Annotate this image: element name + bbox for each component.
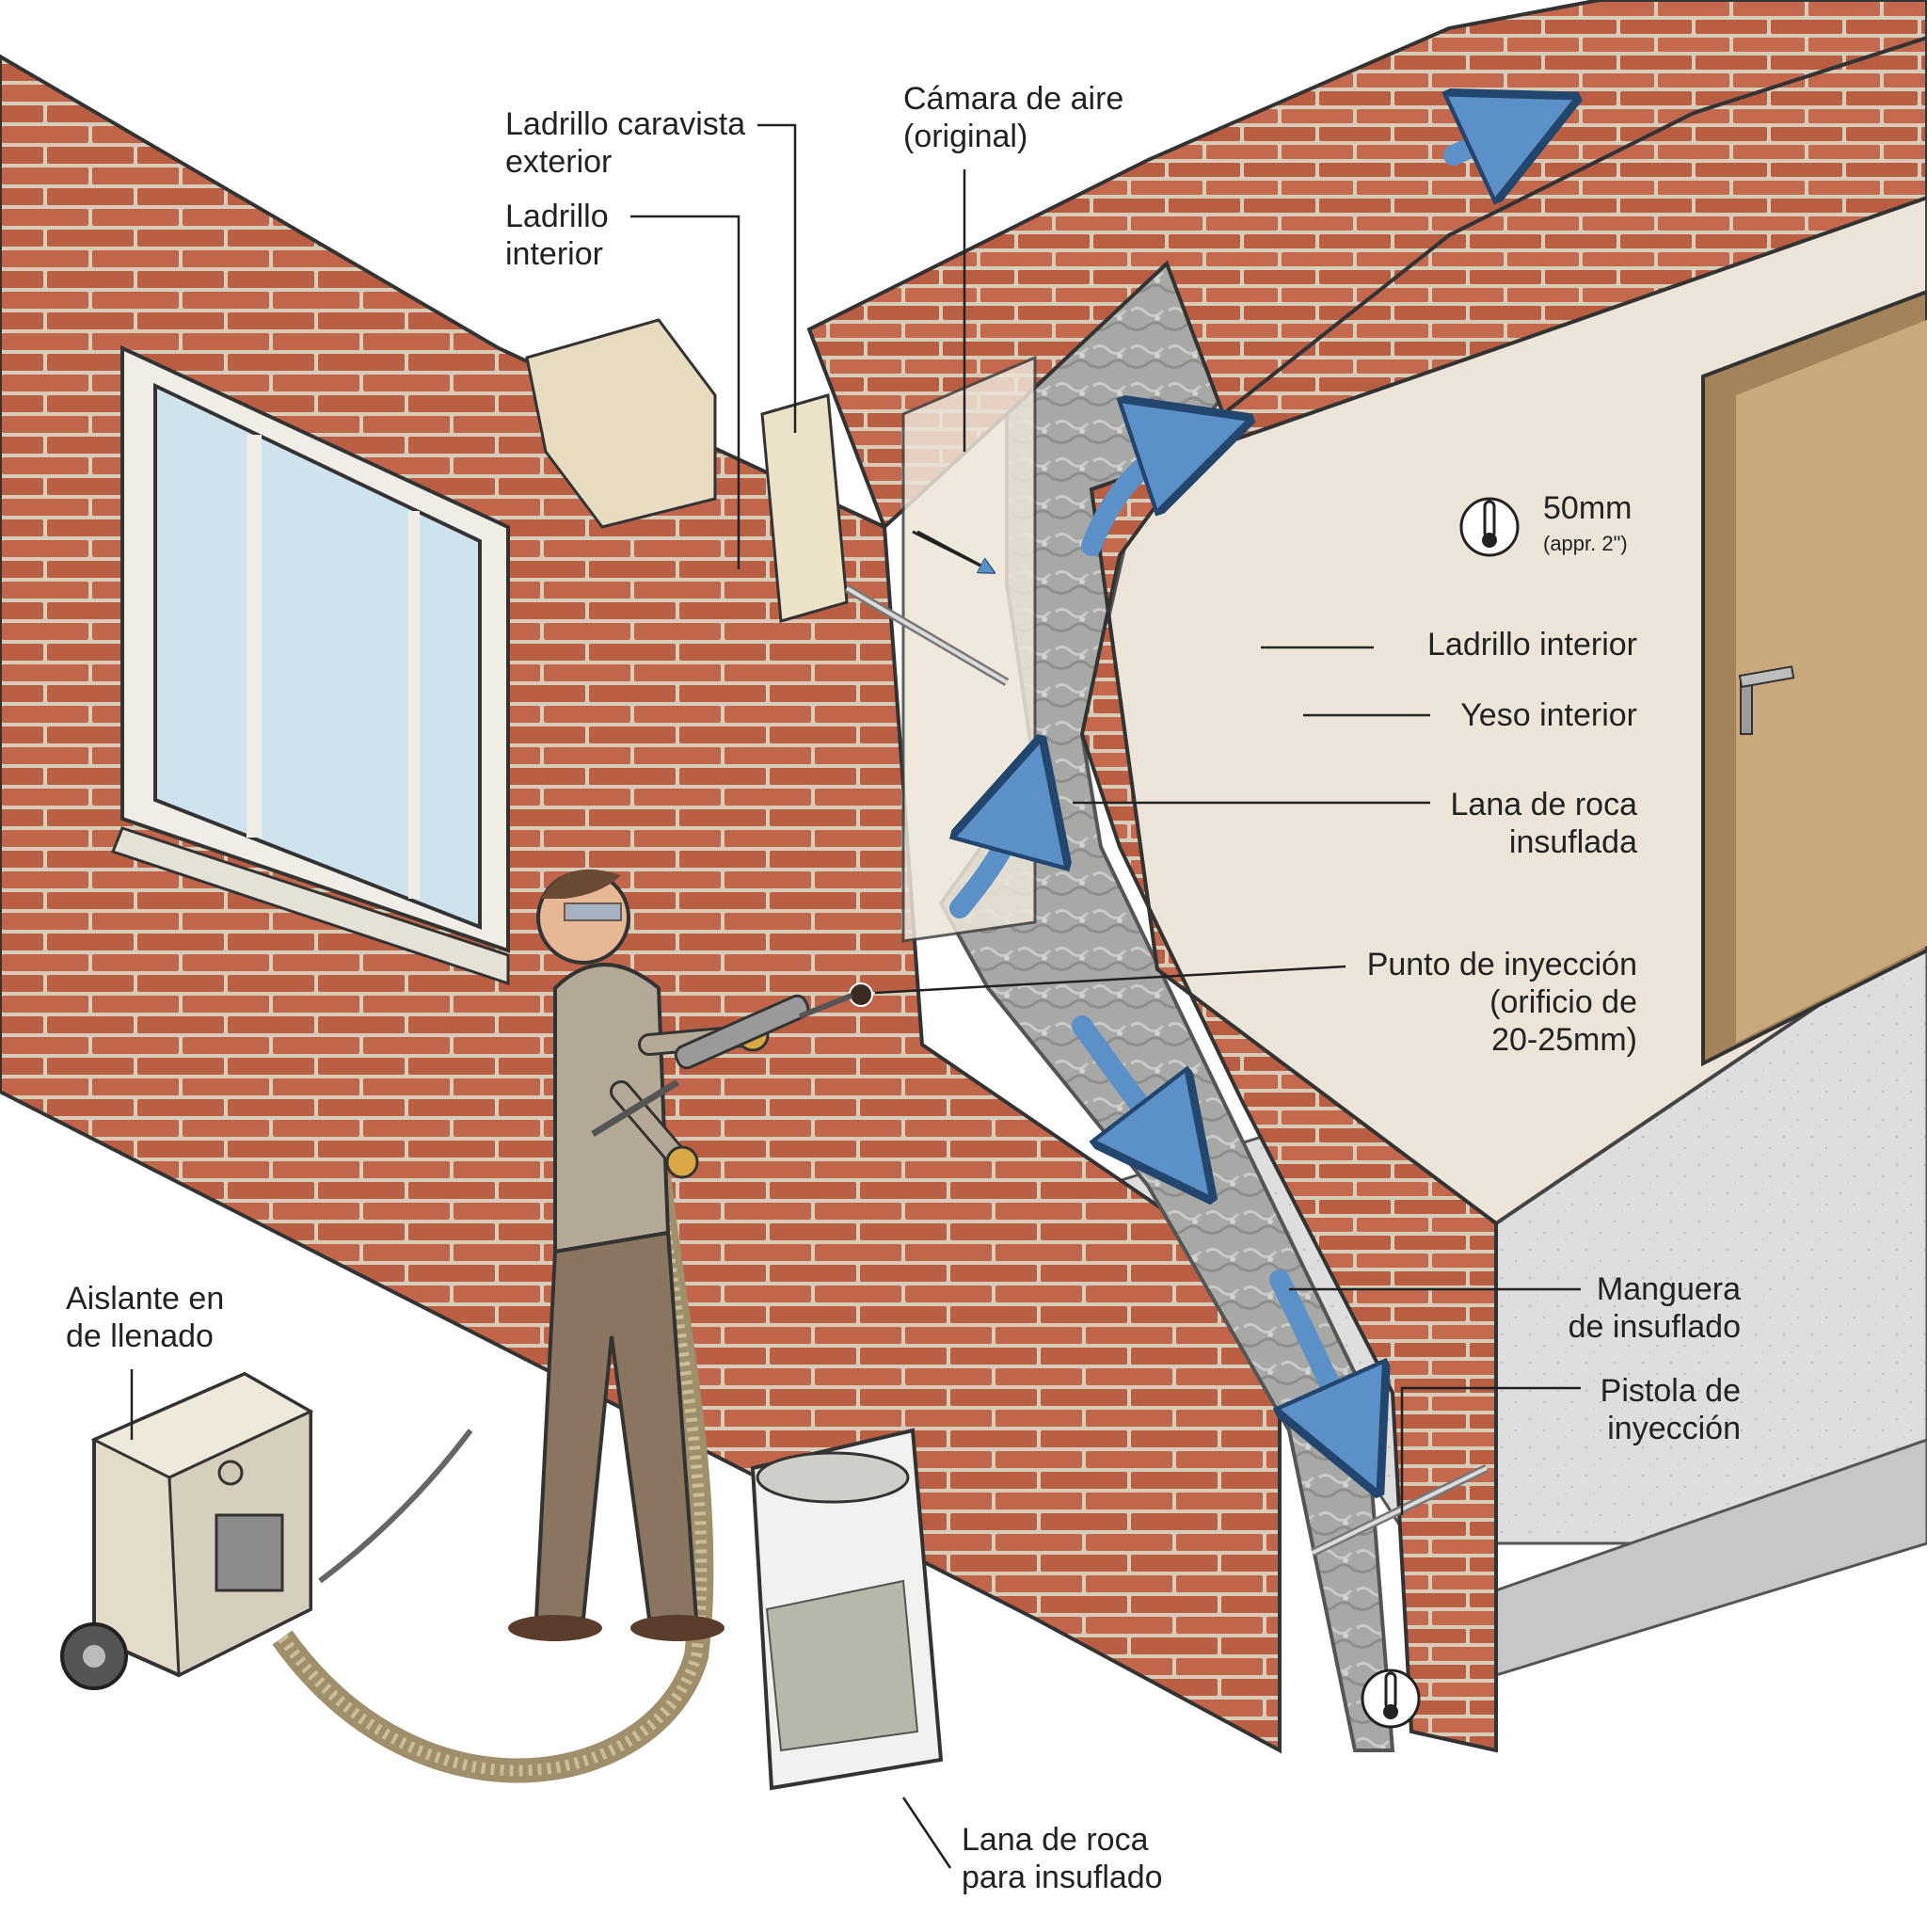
cavity-width-arrow xyxy=(916,530,988,569)
label-aislante: Aislante en de llenado xyxy=(66,1280,224,1355)
cavity-plate xyxy=(901,355,1037,943)
thermometer-icon xyxy=(1361,1669,1421,1729)
injection-hole xyxy=(849,982,873,1007)
label-manguera-line1: Manguera xyxy=(1596,1271,1741,1307)
label-ladrillo-interior-top: Ladrillo interior xyxy=(505,198,609,273)
rock-wool-bag xyxy=(750,1428,944,1791)
label-temperature-sub: (appr. 2") xyxy=(1543,532,1628,555)
injection-gun xyxy=(591,993,853,1137)
door xyxy=(1701,289,1927,1067)
label-pistola-line1: Pistola de xyxy=(1600,1373,1741,1409)
label-yeso-interior: Yeso interior xyxy=(1460,697,1637,733)
label-punto-inyeccion-line2: (orificio de xyxy=(1489,984,1637,1020)
label-punto-inyeccion-line3: 20-25mm) xyxy=(1491,1022,1637,1058)
label-ladrillo-interior-top-line2: interior xyxy=(505,236,603,272)
leader-ladrillo-caravista xyxy=(757,123,797,433)
label-lana-roca-bag-line2: para insuflado xyxy=(962,1860,1163,1895)
wall-tie xyxy=(844,584,1010,686)
worker xyxy=(508,869,770,1641)
leader-lines xyxy=(130,123,1581,1869)
label-lana-roca-insuflada-line2: insuflada xyxy=(1508,824,1637,860)
window xyxy=(111,344,510,986)
label-lana-roca-insuflada-line1: Lana de roca xyxy=(1450,787,1638,822)
label-ladrillo-caravista-line2: exterior xyxy=(505,144,613,180)
flow-arrows xyxy=(960,122,1524,1440)
label-ladrillo-caravista: Ladrillo caravista exterior xyxy=(505,105,745,181)
thermometer-icon xyxy=(1459,497,1520,557)
leader-lana-roca-bag xyxy=(901,1796,952,1869)
label-camara-aire: Cámara de aire (original) xyxy=(903,80,1123,155)
flow-arrow-1 xyxy=(1081,438,1195,556)
power-cable xyxy=(318,1429,473,1584)
label-ladrillo-caravista-line1: Ladrillo caravista xyxy=(505,106,746,142)
label-manguera: Manguera de insuflado xyxy=(1569,1270,1741,1346)
wall-tie-post xyxy=(760,393,849,623)
flow-arrow-4 xyxy=(1072,1015,1176,1153)
lintel-block xyxy=(525,318,717,529)
label-aislante-line2: de llenado xyxy=(66,1318,214,1354)
leader-punto-inyeccion xyxy=(874,965,1346,995)
label-pistola-line2: inyección xyxy=(1607,1411,1741,1446)
label-lana-roca-bag-line1: Lana de roca xyxy=(962,1822,1149,1858)
flow-arrow-2 xyxy=(1454,122,1524,155)
label-lana-roca-insuflada: Lana de roca insuflada xyxy=(1451,786,1638,861)
label-camara-aire-line1: Cámara de aire xyxy=(903,81,1124,117)
label-aislante-line1: Aislante en xyxy=(66,1281,225,1317)
flow-arrow-3 xyxy=(960,795,1026,918)
leader-pistola xyxy=(1400,1386,1581,1515)
label-punto-inyeccion-line1: Punto de inyección xyxy=(1366,947,1637,982)
label-ladrillo-interior-right: Ladrillo interior xyxy=(1427,627,1637,663)
label-pistola: Pistola de inyección xyxy=(1601,1372,1741,1447)
label-lana-roca-bag: Lana de roca para insuflado xyxy=(962,1821,1163,1896)
label-ladrillo-interior-top-line1: Ladrillo xyxy=(505,199,609,234)
label-camara-aire-line2: (original) xyxy=(903,119,1028,154)
label-temperature-value: 50mm xyxy=(1543,490,1632,526)
insulation-blowing-machine xyxy=(60,1371,314,1690)
wall-tie-bottom xyxy=(1311,1463,1489,1557)
label-punto-inyeccion: Punto de inyección (orificio de 20-25mm) xyxy=(1367,946,1637,1059)
leader-ladrillo-interior-top xyxy=(630,215,741,569)
flow-arrow-5 xyxy=(1269,1269,1355,1440)
label-manguera-line2: de insuflado xyxy=(1568,1309,1741,1345)
